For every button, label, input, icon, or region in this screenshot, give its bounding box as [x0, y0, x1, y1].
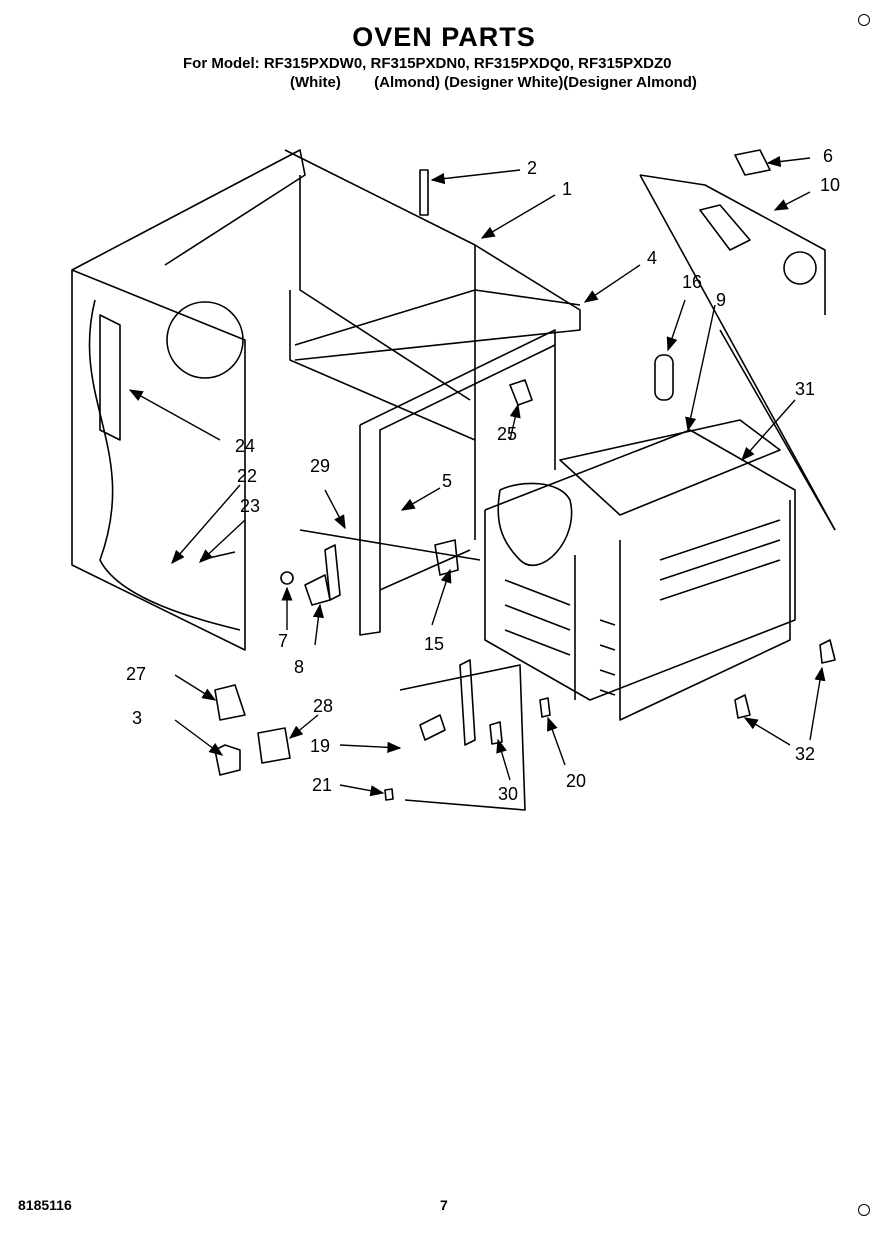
callout-29: 29 — [310, 456, 330, 476]
callout-3: 3 — [132, 708, 142, 728]
callout-2: 2 — [527, 158, 537, 178]
callout-20: 20 — [566, 771, 586, 791]
callout-19: 19 — [310, 736, 330, 756]
callout-5: 5 — [442, 471, 452, 491]
light-socket-drawing — [639, 149, 836, 531]
model-list: For Model: RF315PXDW0, RF315PXDN0, RF315… — [183, 55, 672, 72]
document-number: 8185116 — [18, 1197, 72, 1213]
registration-mark-bottom — [858, 1204, 870, 1216]
callout-31: 31 — [795, 379, 815, 399]
callout-6: 6 — [823, 146, 833, 166]
callout-21: 21 — [312, 775, 332, 795]
callout-27: 27 — [126, 664, 146, 684]
page-title: OVEN PARTS — [352, 22, 536, 52]
callout-22: 22 — [237, 466, 257, 486]
oven-liner-drawing — [484, 419, 796, 721]
callout-23: 23 — [240, 496, 260, 516]
callout-7: 7 — [278, 631, 288, 651]
callout-labels: 1 2 3 4 5 6 7 8 9 10 15 16 19 20 21 22 2… — [126, 146, 840, 804]
front-frame-drawing — [299, 329, 556, 636]
left-side-panel-drawing — [71, 149, 306, 651]
callout-28: 28 — [313, 696, 333, 716]
callout-15: 15 — [424, 634, 444, 654]
callout-4: 4 — [647, 248, 657, 268]
registration-mark-top — [858, 14, 870, 26]
callout-32: 32 — [795, 744, 815, 764]
small-parts-drawing — [199, 169, 836, 811]
page-number: 7 — [440, 1197, 448, 1213]
callout-30: 30 — [498, 784, 518, 804]
oven-top-frame-drawing — [284, 149, 581, 540]
callout-9: 9 — [716, 290, 726, 310]
callout-10: 10 — [820, 175, 840, 195]
callout-25: 25 — [497, 424, 517, 444]
callout-16: 16 — [682, 272, 702, 292]
callout-1: 1 — [562, 179, 572, 199]
model-colors: (White) (Almond) (Designer White)(Design… — [290, 74, 697, 91]
callout-24: 24 — [235, 436, 255, 456]
callout-8: 8 — [294, 657, 304, 677]
